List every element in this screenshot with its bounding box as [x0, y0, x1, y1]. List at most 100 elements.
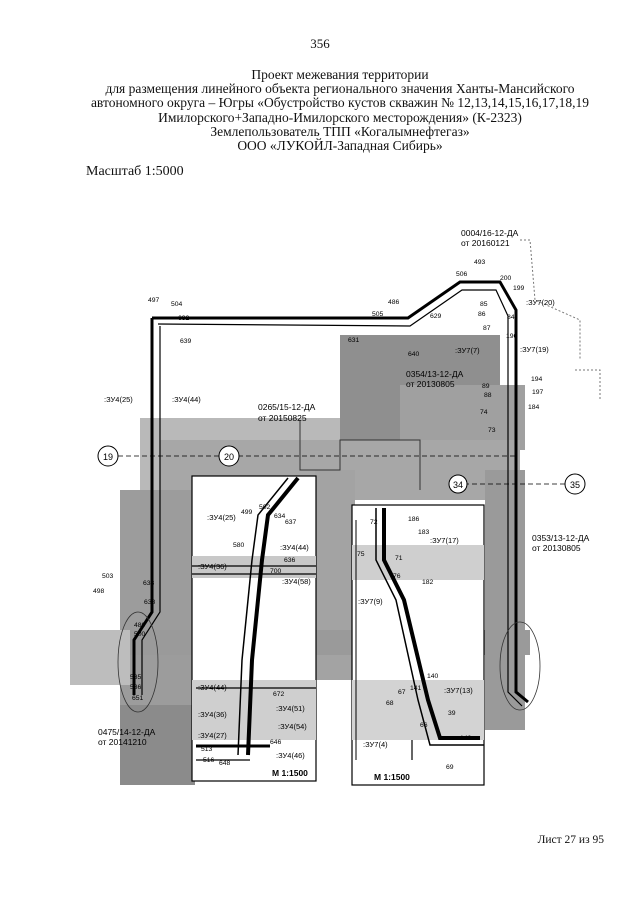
parcel-ref-label: 0265/15-12-ДА [258, 402, 316, 412]
parcel-ref-label: 0004/16-12-ДА [461, 228, 519, 238]
marker-circle: 35 [564, 473, 586, 495]
point-number: 672 [273, 691, 285, 698]
page-number: 356 [310, 36, 330, 51]
point-number: 632 [178, 315, 190, 322]
point-number: 700 [270, 568, 282, 575]
point-number: 76 [393, 573, 401, 580]
point-number: 67 [398, 689, 406, 696]
highlight-ellipses [117, 611, 541, 713]
sheet-number: Лист 27 из 95 [537, 834, 604, 846]
zone-label: :ЗУ4(46) [276, 751, 305, 760]
point-number: 194 [531, 376, 543, 383]
parcel-ref-label: 0354/13-12-ДА [406, 369, 464, 379]
circled-markers: 19 20 34 35 [97, 445, 586, 495]
zone-label: :ЗУ4(58) [282, 577, 311, 586]
point-number: 516 [203, 757, 215, 764]
point-number: 580 [233, 542, 245, 549]
point-number: 74 [480, 409, 488, 416]
zone-label: :ЗУ4(36) [198, 562, 227, 571]
marker-circle: 34 [448, 474, 468, 494]
point-number: 182 [422, 579, 434, 586]
zone-label: :ЗУ7(7) [455, 346, 480, 355]
point-number: 535 [130, 674, 142, 681]
point-number: 87 [483, 325, 491, 332]
point-number: 199 [513, 285, 525, 292]
title-line: Проект межевания территории [251, 67, 429, 82]
inset-scales: М 1:1500 М 1:1500 [272, 768, 410, 782]
zone-label: :ЗУ7(13) [444, 686, 473, 695]
svg-text:35: 35 [570, 480, 580, 490]
svg-text:34: 34 [453, 480, 463, 490]
point-number: 497 [148, 297, 160, 304]
marker-circle: 19 [97, 445, 119, 467]
parcel-ref-label: 0353/13-12-ДА [532, 533, 590, 543]
title-line: ООО «ЛУКОЙЛ-Западная Сибирь» [237, 138, 443, 154]
point-number: 505 [372, 311, 384, 318]
point-number: 197 [532, 389, 544, 396]
point-number: 504 [171, 301, 183, 308]
zone-label: :ЗУ4(27) [198, 731, 227, 740]
title-line: Имилорского+Западно-Имилорского месторож… [158, 109, 522, 125]
title-line: Землепользователь ТПП «Когалымнефтегаз» [210, 123, 470, 139]
point-number: 639 [180, 338, 192, 345]
point-number: 72 [370, 519, 378, 526]
point-number: 200 [500, 275, 512, 282]
point-number: 140 [427, 673, 439, 680]
document-title: Проект межевания территории для размещен… [40, 67, 640, 154]
parcel-ref-date: от 20130805 [532, 543, 581, 553]
point-number: 73 [488, 427, 496, 434]
point-number: 84 [507, 314, 515, 321]
point-number: 71 [395, 555, 403, 562]
point-number: 183 [418, 529, 430, 536]
zone-label: :ЗУ4(25) [104, 395, 133, 404]
point-number: 629 [430, 313, 442, 320]
inset-scale: М 1:1500 [374, 772, 410, 782]
point-number: 184 [528, 404, 540, 411]
point-number: 141 [410, 685, 422, 692]
parcel-ref-label: 0475/14-12-ДА [98, 727, 156, 737]
svg-text:20: 20 [224, 452, 234, 462]
point-number: 651 [132, 695, 144, 702]
point-number: 69 [446, 764, 454, 771]
point-number: 506 [456, 271, 468, 278]
point-number: 89 [482, 383, 490, 390]
title-line: автономного округа – Югры «Обустройство … [90, 95, 590, 111]
pipeline-corridor [132, 239, 601, 707]
point-number: 493 [474, 259, 486, 266]
point-number: 486 [388, 299, 400, 306]
zone-label: :ЗУ4(51) [276, 704, 305, 713]
point-number: 634 [274, 513, 286, 520]
point-number: 640 [408, 351, 420, 358]
point-number: 638 [144, 599, 156, 606]
marker-circle: 20 [218, 445, 240, 467]
inset-scale: М 1:1500 [272, 768, 308, 778]
point-number: 633 [143, 580, 155, 587]
inset1-lines [192, 476, 316, 761]
point-number: 498 [93, 588, 105, 595]
parcel-ref-date: от 20130805 [406, 379, 455, 389]
zone-label: :ЗУ4(44) [198, 683, 227, 692]
parcel-ref-date: от 20150825 [258, 413, 307, 423]
zone-label: :ЗУ7(9) [358, 597, 383, 606]
point-number: 503 [102, 573, 114, 580]
point-number: 499 [241, 509, 253, 516]
point-number: 39 [448, 710, 456, 717]
inset2-lines [355, 508, 484, 760]
parcel-ref-date: от 20160121 [461, 238, 510, 248]
map-scale: Масштаб 1:5000 [86, 164, 184, 179]
zone-label: :ЗУ7(4) [363, 740, 388, 749]
point-number: 85 [480, 301, 488, 308]
zone-label: :ЗУ7(20) [526, 298, 555, 307]
svg-text:19: 19 [103, 452, 113, 462]
point-number: 86 [478, 311, 486, 318]
point-number: 513 [201, 746, 213, 753]
title-line: для размещения линейного объекта региона… [105, 81, 575, 97]
parcel-refs: 0004/16-12-ДА от 20160121 0354/13-12-ДА … [98, 228, 590, 747]
zone-label: :ЗУ4(25) [207, 513, 236, 522]
point-number: 480 [134, 622, 146, 629]
point-number: 186 [408, 516, 420, 523]
point-number: 68 [386, 700, 394, 707]
zone-labels: :ЗУ7(20) :ЗУ7(7) :ЗУ7(19) :ЗУ4(25) :ЗУ4(… [104, 298, 555, 760]
